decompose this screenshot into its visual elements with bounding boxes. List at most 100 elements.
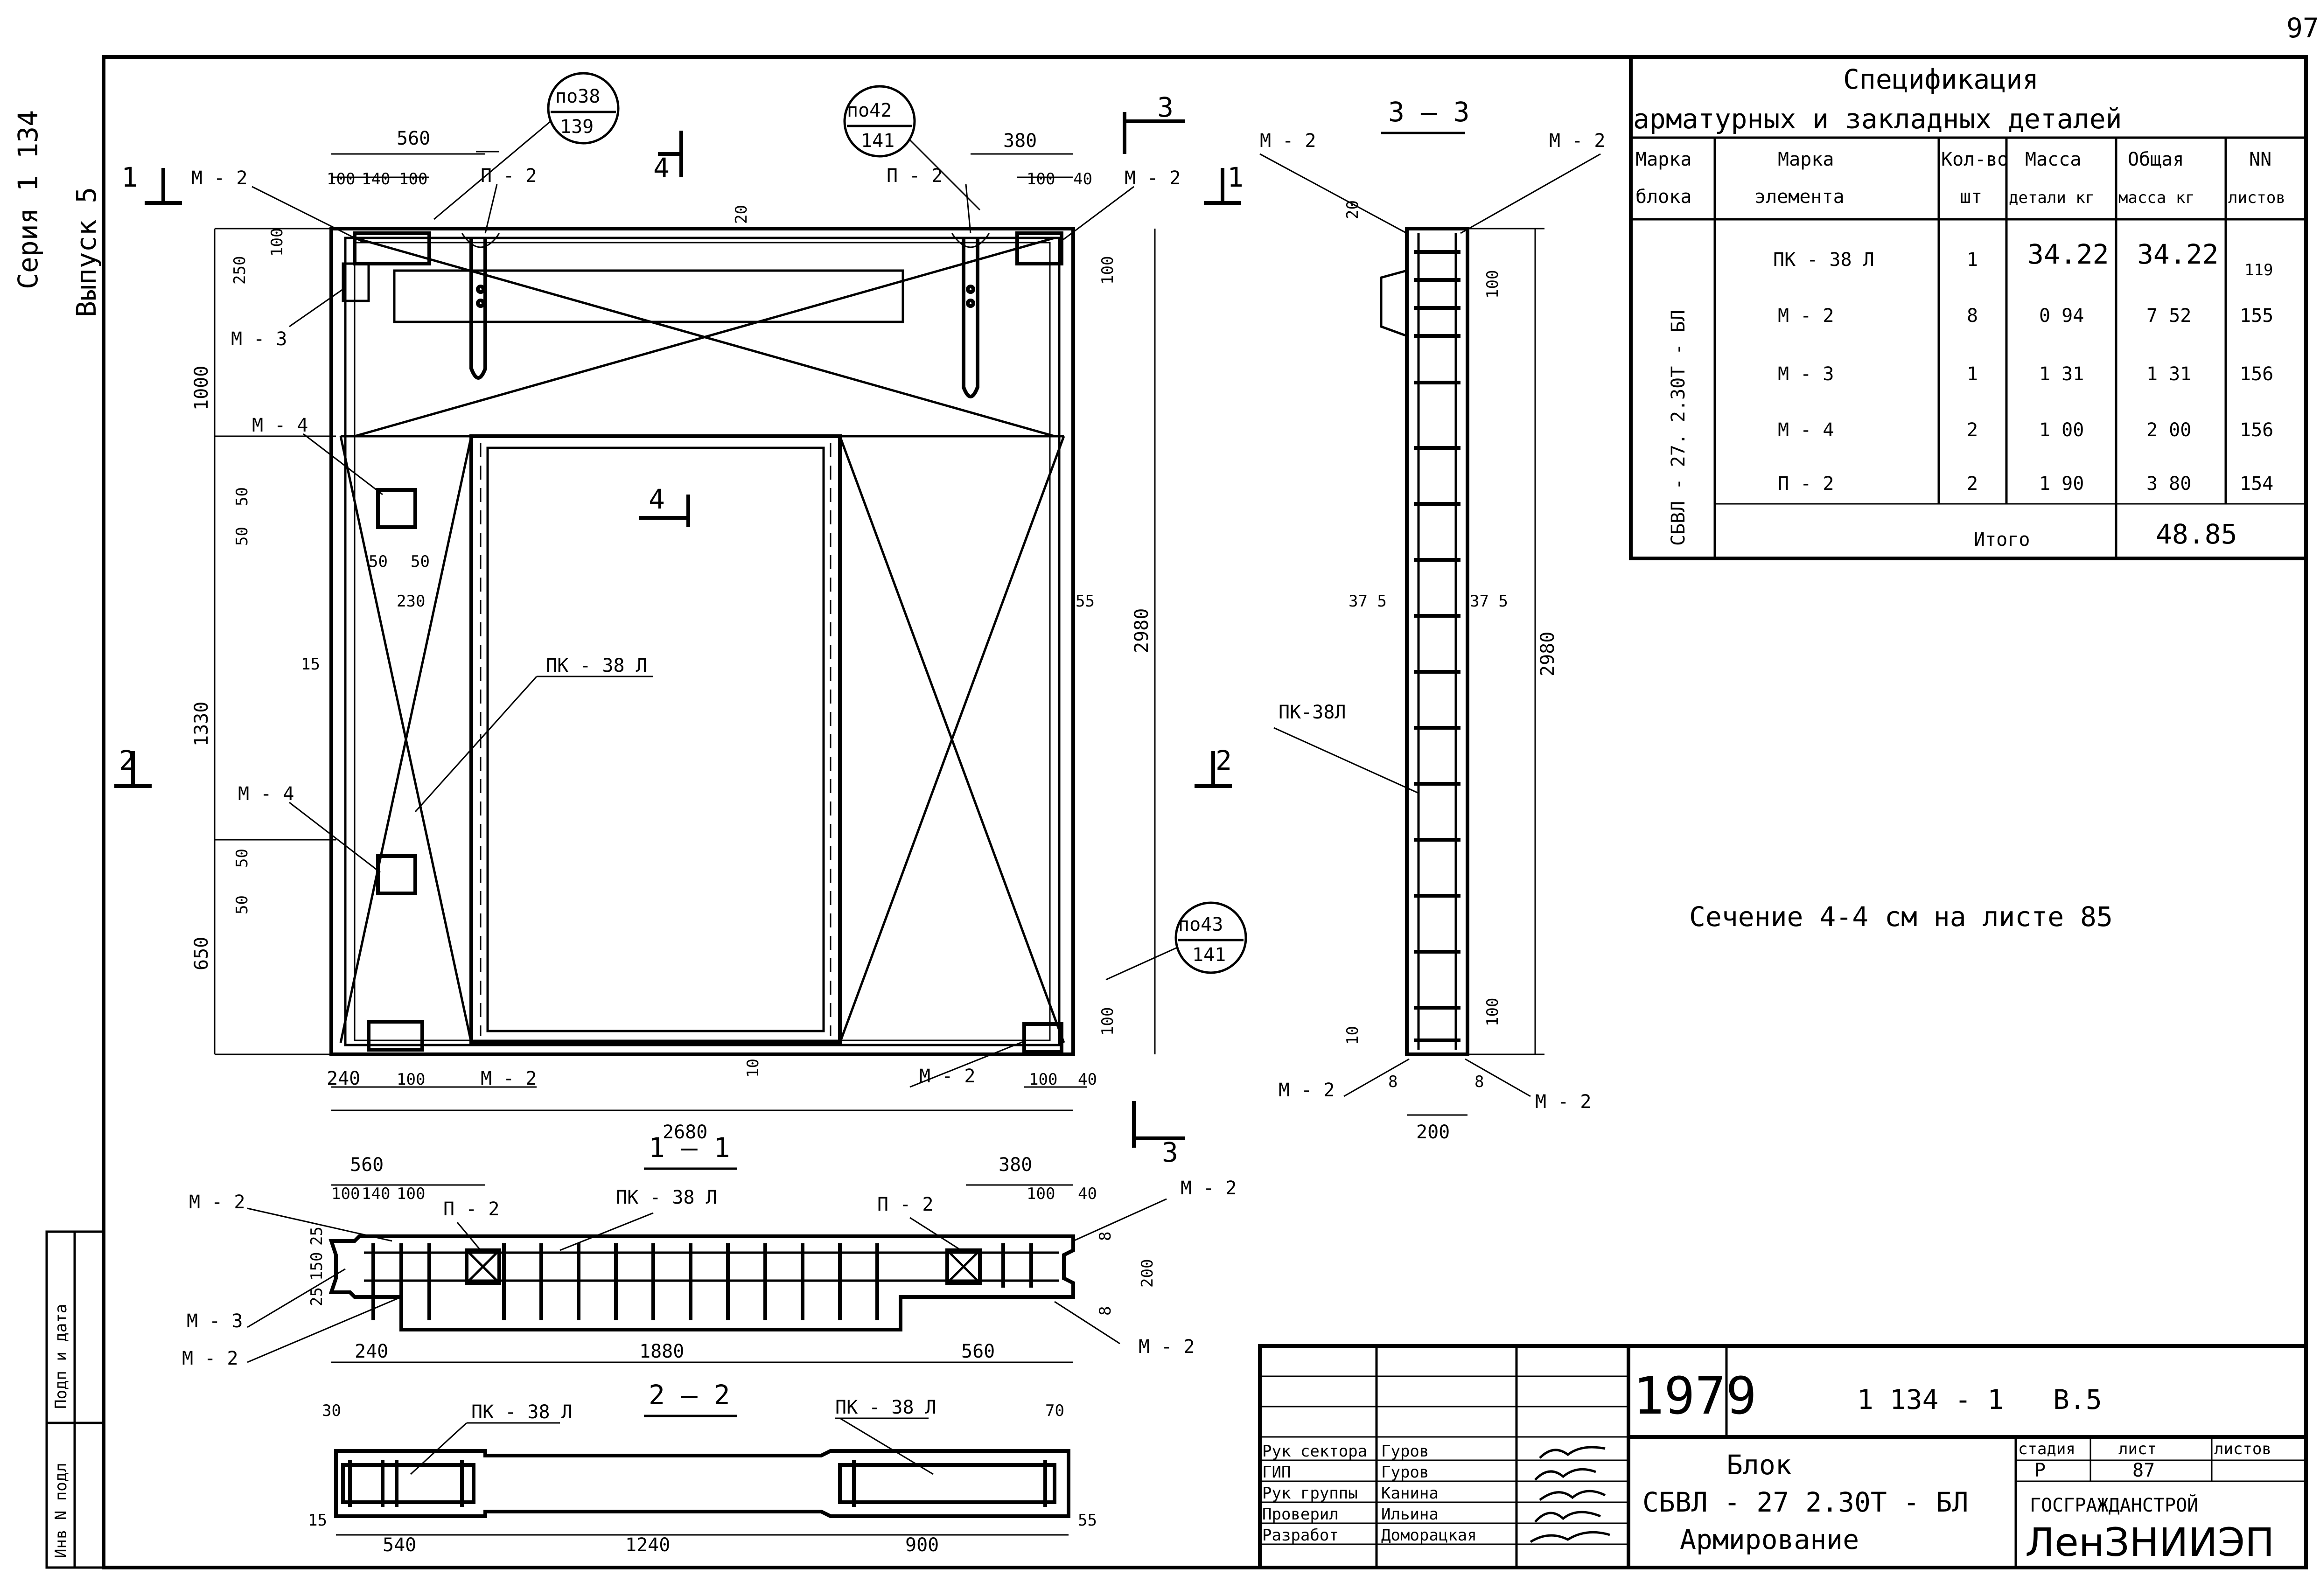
spec-row-5-sheet: 154 — [2240, 473, 2273, 495]
hdr-element-mark-2: элемента — [1754, 186, 1845, 208]
inventory-label: Инв N подл — [52, 1463, 70, 1558]
dim-1330: 1330 — [191, 702, 212, 746]
label-m4: М - 4 — [252, 415, 308, 436]
dim-100: 100 — [1027, 1185, 1055, 1203]
dim-2980: 2980 — [1131, 608, 1153, 653]
hdr-sheets-2: листов — [2228, 188, 2285, 207]
dim-30: 30 — [322, 1401, 341, 1420]
dim-50: 50 — [233, 895, 252, 914]
callout-1-top: по38 — [555, 86, 600, 107]
spec-total-value: 48.85 — [2156, 518, 2237, 550]
hdr-block-mark-2: блока — [1635, 186, 1691, 208]
dim-50: 50 — [369, 552, 388, 571]
spec-row-2-mass: 0 94 — [2039, 305, 2084, 327]
m2-plate — [1022, 1022, 1063, 1054]
m4-plate — [376, 488, 417, 529]
spec-row-5-qty: 2 — [1967, 473, 1978, 495]
dim-650: 650 — [191, 937, 212, 970]
sheet-frame — [102, 55, 2308, 1569]
dim-560: 560 — [961, 1341, 995, 1362]
dim-50: 50 — [233, 849, 252, 868]
tb-title-1: Блок — [1726, 1449, 1792, 1481]
label-m2: М - 2 — [919, 1066, 975, 1087]
cut-3-top: 3 — [1157, 91, 1174, 123]
dim-40: 40 — [1073, 170, 1092, 188]
hdr-sheets-1: NN — [2249, 149, 2271, 170]
section-3-3-title: 3 — 3 — [1388, 96, 1470, 128]
spec-row-3-element: М - 3 — [1778, 363, 1834, 385]
spec-row-5-total: 3 80 — [2146, 473, 2191, 495]
tb-name-3: Канина — [1381, 1484, 1439, 1503]
dim-40: 40 — [1078, 1185, 1097, 1203]
tb-stage-header: стадия — [2018, 1440, 2075, 1458]
dim-8: 8 — [1096, 1306, 1115, 1316]
callout-3-top: по43 — [1178, 914, 1223, 935]
spec-row-1-total: 34.22 — [2137, 238, 2219, 270]
tb-role-2: ГИП — [1262, 1463, 1291, 1482]
dim-2980: 2980 — [1537, 632, 1558, 676]
label-m2: М - 2 — [191, 167, 247, 189]
main-elevation: 560 100 140 100 380 100 40 20 100 250 10… — [114, 72, 1247, 1168]
p2-loop — [469, 238, 487, 380]
tb-year: 1979 — [1633, 1366, 1757, 1426]
dim-100: 100 — [327, 170, 355, 188]
section-3-3: 3 — 3 2980 20 — [1259, 96, 1605, 1143]
spec-row-3-sheet: 156 — [2240, 363, 2273, 385]
dim-240: 240 — [327, 1068, 360, 1089]
callout-bubble: по43 141 — [1105, 901, 1247, 981]
callout-bubble: по38 139 — [433, 72, 620, 220]
dim-540: 540 — [383, 1534, 416, 1556]
spec-row: ПК - 38 Л 1 34.22 34.22 119 — [1773, 238, 2273, 279]
spec-row: М - 3 1 1 31 1 31 156 — [1778, 363, 2273, 385]
dim-2680: 2680 — [663, 1122, 707, 1143]
callout-bubble: по42 141 — [843, 85, 981, 211]
hdr-mass-2: детали кг — [2009, 188, 2095, 207]
signature-date-label: Подп и дата — [52, 1304, 70, 1409]
section-1-1-title: 1 — 1 — [649, 1132, 730, 1164]
hdr-block-mark-1: Марка — [1635, 149, 1691, 170]
spec-row-3-qty: 1 — [1967, 363, 1978, 385]
rebar-ties — [1414, 250, 1460, 1042]
dim-100: 100 — [331, 1185, 360, 1203]
dim-20: 20 — [1343, 200, 1362, 219]
dim-50: 50 — [233, 527, 252, 546]
dim-1880: 1880 — [639, 1341, 684, 1362]
label-pk38l-section: ПК - 38 Л — [835, 1397, 936, 1418]
dim-100: 100 — [1483, 998, 1502, 1026]
dim-230: 230 — [397, 592, 425, 611]
dim-50: 50 — [411, 552, 430, 571]
dim-380: 380 — [1003, 130, 1037, 152]
specification-table: Спецификация арматурных и закладных дета… — [1629, 55, 2308, 560]
label-p2: П - 2 — [877, 1194, 933, 1215]
label-p2: П - 2 — [481, 165, 537, 187]
label-m4: М - 4 — [238, 783, 294, 805]
spec-block-name: СБВЛ - 27. 2.30Т - БЛ — [1668, 310, 1689, 546]
issue-label: Выпуск 5 — [70, 187, 102, 317]
dim-55: 55 — [1076, 592, 1095, 611]
page-number: 97 — [2286, 12, 2319, 44]
section-2-2: 2 — 2 30 70 15 55 540 1240 900 ПК - 38 Л… — [308, 1379, 1097, 1556]
m2-plate — [367, 1020, 424, 1052]
section-1-1: 1 — 1 560 — [182, 1132, 1237, 1369]
label-pk38l: ПК - 38 Л — [546, 655, 647, 676]
tb-org-1: ГОСГРАЖДАНСТРОЙ — [2030, 1494, 2198, 1516]
dim-100: 100 — [397, 1070, 425, 1089]
spec-row-1-sheet: 119 — [2244, 261, 2273, 279]
cut-3-bottom: 3 — [1162, 1136, 1178, 1168]
dim-70: 70 — [1045, 1401, 1064, 1420]
tb-role-4: Проверил — [1262, 1505, 1339, 1524]
label-m2: М - 2 — [1125, 167, 1181, 189]
dim-1240: 1240 — [625, 1534, 670, 1556]
dim-100: 100 — [399, 170, 427, 188]
tb-name-5: Доморацкая — [1381, 1526, 1477, 1545]
dim-100: 100 — [1029, 1070, 1057, 1089]
spec-row-1-qty: 1 — [1967, 249, 1978, 271]
section-note: Сечение 4-4 см на листе 85 — [1689, 901, 2113, 933]
dim-8: 8 — [1388, 1073, 1398, 1091]
spec-row-2-total: 7 52 — [2146, 305, 2191, 327]
dim-20: 20 — [732, 205, 751, 224]
dim-100: 100 — [1483, 270, 1502, 299]
label-m2: М - 2 — [481, 1068, 537, 1089]
dim-150: 150 — [307, 1252, 326, 1281]
dim-380: 380 — [999, 1154, 1032, 1176]
